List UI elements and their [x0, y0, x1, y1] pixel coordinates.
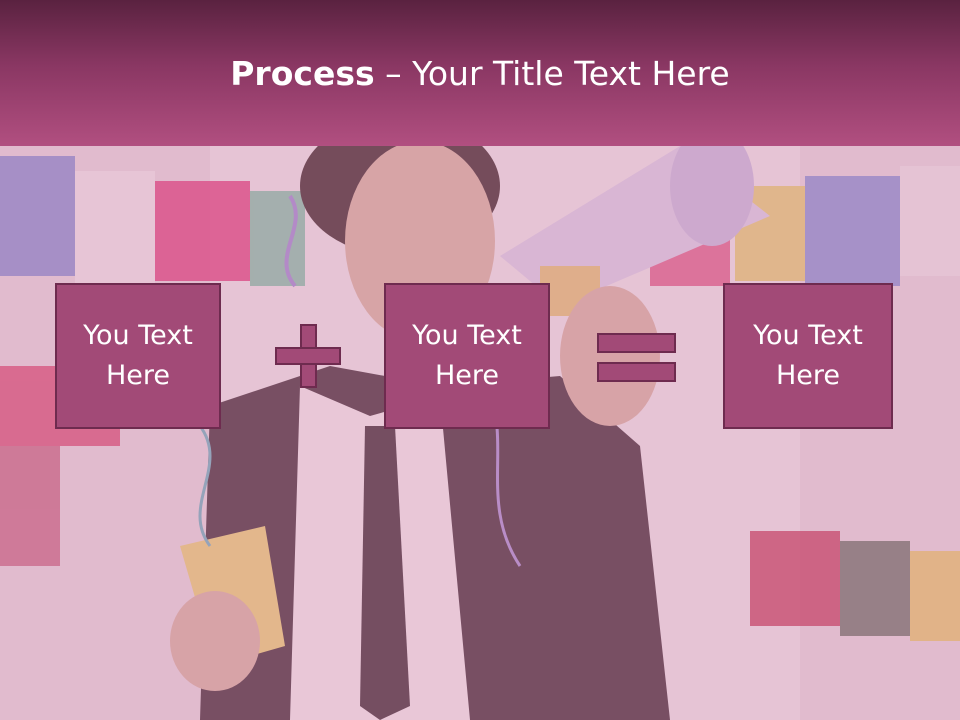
process-box-2-line1: You Text: [412, 320, 522, 351]
process-box-2-line2: Here: [434, 360, 500, 391]
slide-title: Process – Your Title Text Here: [0, 52, 960, 96]
background-photo: [0, 146, 960, 720]
title-rest: – Your Title Text Here: [374, 54, 730, 93]
process-box-1-text: You Text Here: [63, 316, 213, 396]
photo-tint-overlay: [0, 146, 960, 720]
process-box-1[interactable]: You Text Here: [55, 283, 221, 429]
process-box-3-line2: Here: [775, 360, 841, 391]
process-box-1-line2: Here: [105, 360, 171, 391]
process-box-3[interactable]: You Text Here: [723, 283, 893, 429]
process-box-2[interactable]: You Text Here: [384, 283, 550, 429]
process-box-3-text: You Text Here: [733, 316, 883, 396]
process-box-2-text: You Text Here: [392, 316, 542, 396]
header-bar: [0, 0, 960, 146]
title-strong: Process: [230, 54, 375, 93]
process-box-1-line1: You Text: [83, 320, 193, 351]
process-box-3-line1: You Text: [753, 320, 863, 351]
